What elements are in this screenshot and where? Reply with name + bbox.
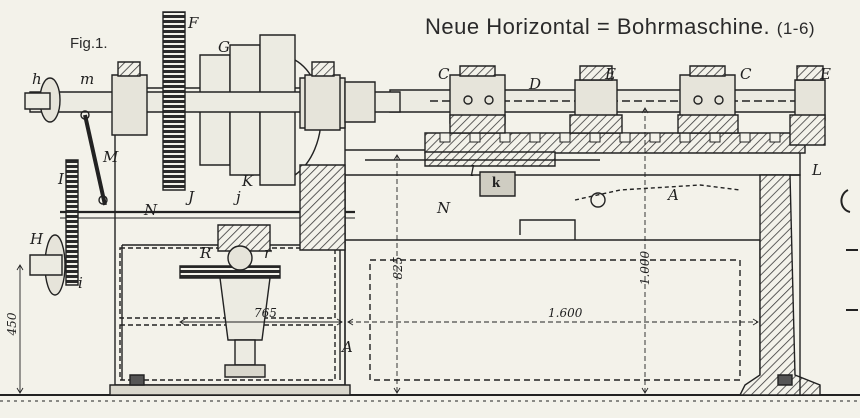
label-g: G bbox=[218, 38, 230, 56]
label-a-left: A bbox=[342, 338, 353, 356]
drawing-title: Neue Horizontal = Bohrmaschine. (1-6) bbox=[425, 14, 815, 40]
dimension-1000: 1.000 bbox=[638, 250, 652, 286]
label-h: h bbox=[32, 70, 42, 88]
lever-m bbox=[85, 115, 105, 205]
gear-r bbox=[180, 266, 280, 278]
machine-bed bbox=[345, 150, 800, 175]
label-j-upper: J bbox=[188, 188, 195, 206]
figure-label: Fig.1. bbox=[70, 35, 108, 52]
label-e-right: E bbox=[820, 65, 831, 83]
label-l-upper: L bbox=[812, 161, 822, 179]
label-k-upper: K bbox=[242, 172, 254, 190]
label-h-upper: H bbox=[30, 230, 44, 248]
carriage-c2 bbox=[678, 66, 738, 133]
label-l: l bbox=[470, 162, 475, 180]
label-n-left: N bbox=[144, 201, 158, 219]
label-i: i bbox=[78, 274, 83, 292]
label-j: j bbox=[236, 188, 241, 206]
label-r: r bbox=[264, 244, 272, 262]
label-c-right: C bbox=[740, 65, 752, 83]
label-a-right: A bbox=[668, 186, 679, 204]
label-k: k bbox=[492, 175, 501, 191]
dimension-1600: 1.600 bbox=[548, 306, 583, 320]
block-k bbox=[480, 172, 515, 196]
label-c-left: C bbox=[438, 65, 450, 83]
label-e-left: E bbox=[605, 65, 616, 83]
carriage-c1 bbox=[450, 66, 505, 133]
hand-crank-h bbox=[25, 78, 60, 122]
carriage-e1 bbox=[570, 66, 622, 133]
label-n-right: N bbox=[437, 199, 451, 217]
label-d: D bbox=[529, 75, 542, 93]
title-reference: (1-6) bbox=[776, 19, 816, 38]
label-m-small: m bbox=[80, 70, 95, 88]
label-f: F bbox=[188, 14, 199, 32]
pinion-r bbox=[228, 246, 252, 270]
right-column bbox=[740, 175, 820, 395]
dimension-825: 825 bbox=[391, 256, 405, 280]
label-m: M bbox=[103, 148, 119, 166]
label-i-upper: I bbox=[58, 170, 64, 188]
handwheel-h bbox=[30, 235, 65, 295]
feed-screw bbox=[425, 152, 555, 166]
label-r-upper: R bbox=[200, 244, 212, 262]
dimension-765: 765 bbox=[254, 306, 277, 320]
bearing-left bbox=[112, 62, 147, 135]
gear-i bbox=[66, 160, 78, 285]
title-text: Neue Horizontal = Bohrmaschine. bbox=[425, 14, 771, 39]
gear-f bbox=[163, 12, 185, 190]
bearing-right bbox=[305, 62, 340, 130]
carriage-e2 bbox=[790, 66, 825, 145]
dimension-450: 450 bbox=[5, 312, 19, 336]
